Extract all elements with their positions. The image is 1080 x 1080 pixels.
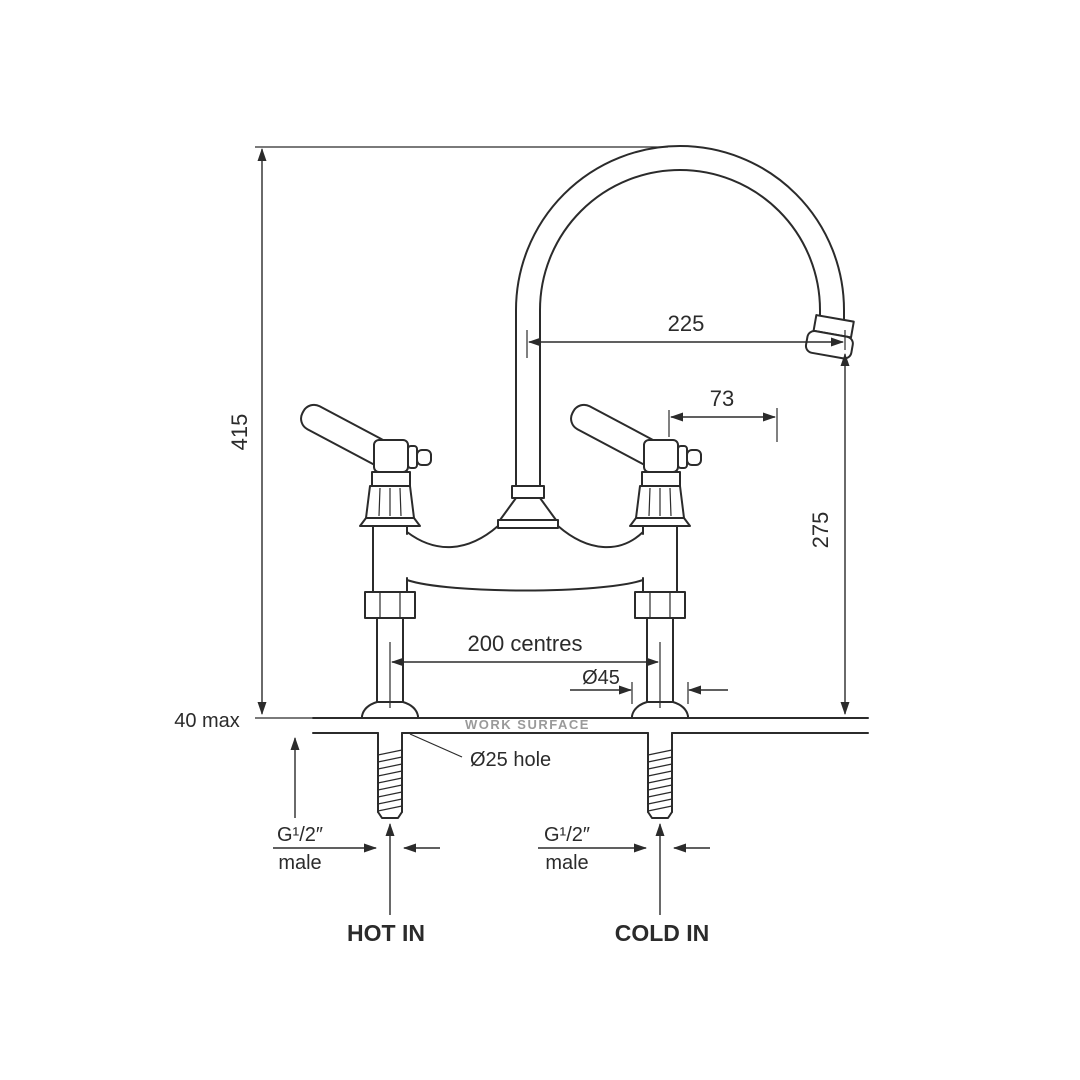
left-leg-nut [364, 591, 416, 619]
hole-size-callout: Ø25 hole [409, 733, 551, 771]
right-handle-collar [641, 471, 681, 487]
right-leg-nut [634, 591, 686, 619]
right-handle-hub [643, 439, 679, 473]
dim-d45-label: Ø45 [582, 667, 620, 689]
left-thread-callout: G¹/2″ male [273, 824, 440, 874]
dim-415-label: 415 [227, 414, 252, 451]
right-thread-gender: male [545, 852, 588, 874]
right-thread-size: G¹/2″ [544, 824, 590, 846]
hot-inlet-callout: HOT IN [347, 823, 425, 946]
left-threaded-tail [377, 732, 403, 819]
bridge-body [406, 525, 644, 592]
spout-collar [511, 485, 545, 499]
overall-height-dimension: 415 [227, 146, 668, 719]
left-thread-size: G¹/2″ [277, 824, 323, 846]
dim-200-label: 200 centres [468, 631, 583, 656]
hole-size-label: Ø25 hole [470, 749, 551, 771]
hole-centres-dimension: 200 centres [389, 631, 661, 708]
right-thread-callout: G¹/2″ male [538, 824, 710, 874]
cold-inlet-callout: COLD IN [615, 823, 710, 946]
right-handle-finial [686, 449, 702, 466]
work-surface [312, 717, 869, 734]
dim-73-label: 73 [710, 386, 734, 411]
dim-275-label: 275 [808, 512, 833, 549]
hot-inlet-label: HOT IN [347, 920, 425, 946]
left-thread-gender: male [278, 852, 321, 874]
spout-base [499, 497, 557, 521]
left-handle-hub [373, 439, 409, 473]
base-diameter-dimension: Ø45 [570, 667, 728, 704]
right-threaded-tail [647, 732, 673, 819]
right-handle [570, 403, 702, 527]
spout-reach-dimension: 225 [526, 311, 846, 358]
spout-outlet [804, 314, 855, 360]
surface-thickness-dimension: 40 max [174, 710, 300, 818]
dimension-annotations: 415 225 73 275 200 centres [174, 146, 850, 946]
dim-225-label: 225 [668, 311, 705, 336]
left-handle-finial [416, 449, 432, 466]
work-surface-label: WORK SURFACE [465, 717, 590, 732]
handle-projection-dimension: 73 [668, 386, 778, 442]
left-handle [300, 403, 432, 527]
cold-inlet-label: COLD IN [615, 920, 710, 946]
spout-height-dimension: 275 [808, 353, 850, 715]
dim-40max-label: 40 max [174, 710, 240, 732]
left-handle-collar [371, 471, 411, 487]
